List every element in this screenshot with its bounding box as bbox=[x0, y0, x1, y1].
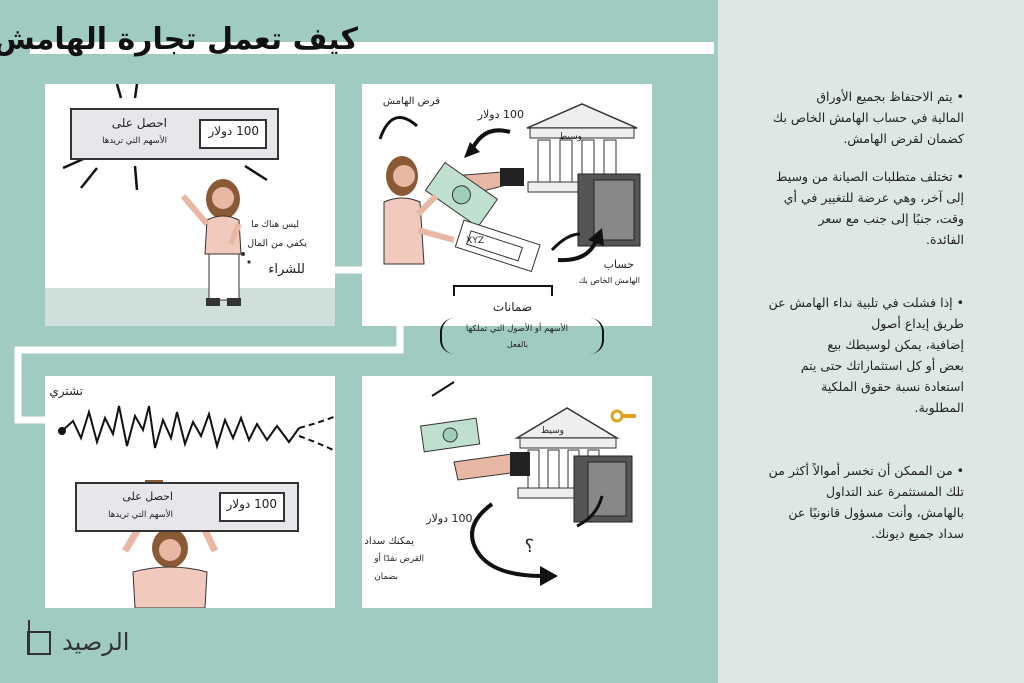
bullet-4-mark: • bbox=[952, 463, 964, 478]
bullet-1-line-2: المالية في حساب الهامش الخاص بك bbox=[772, 110, 964, 125]
bullet-3-text-1: إذا فشلت في تلبية نداء الهامش عن bbox=[768, 295, 953, 310]
card2-get-label: احصل على bbox=[122, 490, 173, 503]
floor bbox=[45, 288, 335, 326]
card-price: 100 دولار bbox=[208, 124, 260, 138]
bullet-2-line-2: إلى آخر، وهي عرضة للتغيير في أي bbox=[783, 190, 964, 205]
bullet-3-line-4: بعض أو كل استثماراتك حتى يتم bbox=[800, 358, 964, 373]
panel-buy-stocks: تشتري احصل على الأسهم التي تريدها 100 دو… bbox=[45, 376, 335, 608]
notes-sidebar: • يتم الاحتفاظ بجميع الأوراق المالية في … bbox=[718, 0, 1024, 683]
bullet-3-line-2: طريق إيداع أصول bbox=[871, 316, 964, 331]
panel-not-enough-money: احصل على الأسهم التي تريدها 100 دولار لي… bbox=[45, 84, 335, 326]
broker-sign-2: وسيط bbox=[540, 426, 564, 436]
repay-line-1: يمكنك سداد bbox=[364, 536, 414, 547]
stock-offer-card-2: احصل على الأسهم التي تريدها 100 دولار bbox=[75, 482, 299, 532]
collateral-desc-2: بالفعل bbox=[506, 340, 528, 349]
bullet-2-line-3: وقت، جنبًا إلى جنب مع سعر bbox=[818, 211, 965, 226]
page-title: كيف تعمل تجارة الهامش؟ bbox=[0, 22, 358, 57]
bullet-margin-call: • إذا فشلت في تلبية نداء الهامش عن طريق … bbox=[744, 292, 964, 418]
panel-margin-loan: قرض الهامش 100 دولار bbox=[362, 84, 652, 326]
bullet-4-line-4: سداد جميع ديونك. bbox=[871, 526, 964, 541]
margin-loan-illustration bbox=[378, 103, 641, 296]
collateral-label: ضمانات bbox=[492, 300, 532, 314]
infographic-area: كيف تعمل تجارة الهامش؟ احصل على الأسهم ا… bbox=[0, 22, 714, 656]
collateral-desc-1: الأسهم أو الأصول التي تملكها bbox=[465, 324, 568, 334]
broker-sign: وسيط bbox=[558, 132, 582, 142]
bullet-2-line-4: الفائدة. bbox=[926, 232, 964, 247]
bullet-3-line-6: المطلوبة. bbox=[914, 400, 964, 415]
title-underline bbox=[30, 42, 714, 54]
panel-repay-loan: وسيط - 100 دولار ؟ يمكنك سداد القرض نقدً… bbox=[362, 376, 652, 608]
woman-thinking-illustration bbox=[180, 179, 251, 306]
brand-name: الرصيد bbox=[62, 628, 130, 656]
bullet-4-line-2: تلك المستثمرة عند التداول bbox=[826, 484, 964, 499]
bullet-losses: • من الممكن أن تخسر أموالاً أكثر من تلك … bbox=[744, 460, 964, 544]
panel-connectors bbox=[14, 266, 404, 424]
bullet-4-line-3: بالهامش، وأنت مسؤول قانونيًا عن bbox=[788, 505, 964, 520]
repay-line-2: القرض نقدًا أو bbox=[374, 554, 424, 564]
account-label: حساب bbox=[603, 258, 634, 271]
bullet-3-line-1: • إذا فشلت في تلبية نداء الهامش عن bbox=[744, 292, 964, 313]
bullet-1-line-1: • يتم الاحتفاظ بجميع الأوراق bbox=[744, 86, 964, 107]
speech-line-3: للشراء bbox=[268, 262, 305, 277]
card-stocks-label: الأسهم التي تريدها bbox=[102, 136, 167, 146]
card2-price-box bbox=[219, 492, 285, 522]
bullet-4-text-1: من الممكن أن تخسر أموالاً أكثر من bbox=[768, 463, 953, 478]
margin-loan-label: قرض الهامش bbox=[382, 96, 440, 107]
bullet-collateral: • يتم الاحتفاظ بجميع الأوراق المالية في … bbox=[744, 86, 964, 149]
card2-price: 100 دولار bbox=[226, 497, 278, 511]
speech-line-1: ليس هناك ما bbox=[251, 220, 299, 230]
bullet-2-mark: • bbox=[952, 169, 964, 184]
bullet-maintenance: • تختلف متطلبات الصيانة من وسيط إلى آخر،… bbox=[744, 166, 964, 250]
bullet-2-line-1: • تختلف متطلبات الصيانة من وسيط bbox=[744, 166, 964, 187]
bullet-3-mark: • bbox=[952, 295, 964, 310]
bullet-1-mark: • bbox=[952, 89, 964, 104]
repay-amount: - 100 دولار bbox=[426, 512, 480, 525]
buy-label: تشتري bbox=[49, 384, 83, 398]
stock-offer-card: احصل على الأسهم التي تريدها 100 دولار bbox=[70, 108, 279, 160]
account-label-sub: الهامش الخاص بك bbox=[578, 276, 640, 285]
bullet-3-line-5: استعادة نسبة حقوق الملكية bbox=[821, 379, 964, 394]
certificate-label: XYZ bbox=[466, 236, 484, 246]
card-get-label: احصل على bbox=[111, 116, 167, 130]
bullet-2-text-1: تختلف متطلبات الصيانة من وسيط bbox=[775, 169, 953, 184]
bullet-3-line-3: إضافية، يمكن لوسيطك بيع bbox=[827, 337, 964, 352]
speech-line-2: يكفي من المال bbox=[247, 238, 307, 249]
card-price-box bbox=[199, 119, 267, 149]
bullet-1-line-3: كضمان لقرض الهامش. bbox=[843, 131, 964, 146]
bullet-1-text-1: يتم الاحتفاظ بجميع الأوراق bbox=[816, 89, 953, 104]
loan-amount: 100 دولار bbox=[477, 108, 524, 121]
repay-illustration bbox=[420, 381, 636, 586]
bullet-4-line-1: • من الممكن أن تخسر أموالاً أكثر من bbox=[744, 460, 964, 481]
collateral-bracket bbox=[440, 318, 604, 354]
repay-question: ؟ bbox=[524, 536, 534, 557]
card2-stocks-label: الأسهم التي تريدها bbox=[108, 510, 173, 520]
repay-line-3: بضمان bbox=[374, 572, 398, 582]
brand-logo-icon bbox=[27, 620, 51, 655]
